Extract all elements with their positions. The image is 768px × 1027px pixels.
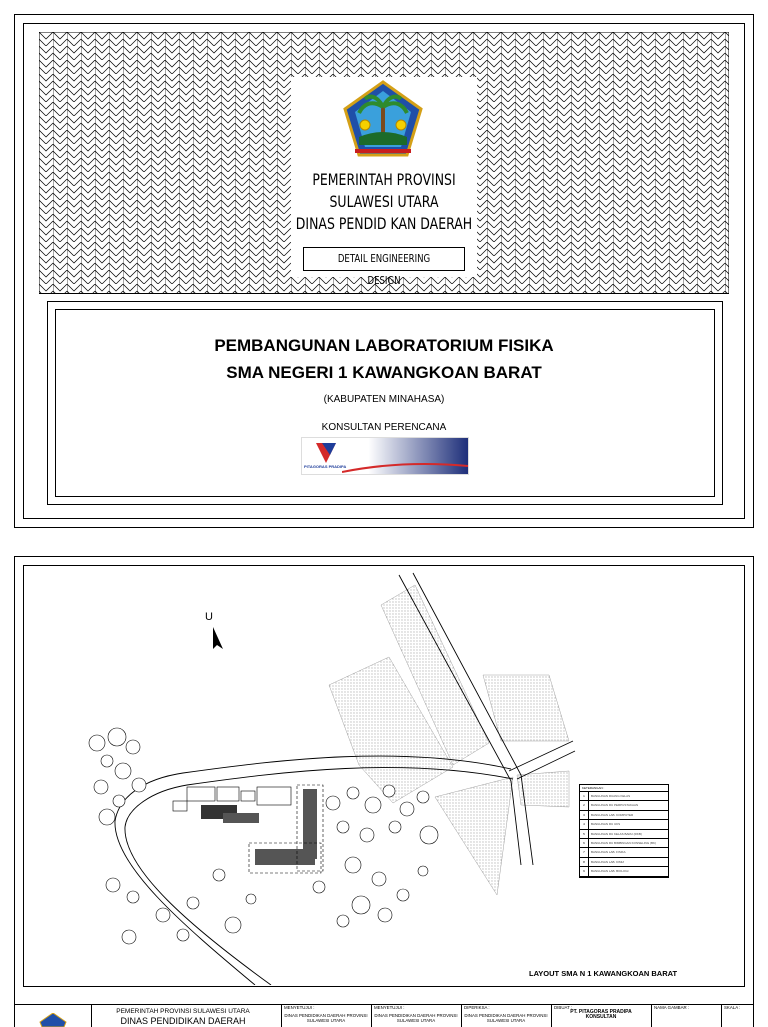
consultant-logo-text: PITAGORAS PRADIPA	[304, 464, 347, 469]
consultant-label: KONSULTAN PERENCANA	[321, 422, 447, 433]
col-3-text: DINAS PENDIDIKAN DAERAH PROVINSI SULAWES…	[464, 1013, 548, 1023]
col-4-header: DIBUAT :	[554, 1005, 573, 1010]
col-1-text: DINAS PENDIDIKAN DAERAH PROVINSI SULAWES…	[284, 1013, 368, 1023]
col-1-header: MENYETUJUI :	[284, 1005, 315, 1010]
col-4-cell: DIBUAT : PT. PITAGORAS PRADIPA KONSULTAN	[551, 1005, 650, 1027]
document-type-box: DETAIL ENGINEERING DESIGN	[303, 247, 465, 287]
project-frame-inner	[55, 309, 715, 497]
legend-row-number: 8	[580, 857, 589, 867]
legend-row-number: 7	[580, 848, 589, 857]
owner-line-1: PEMERINTAH PROVINSI SULAWESI UTARA	[116, 1008, 250, 1015]
legend-row-label: BANGUNAN LAB. KOMPUTER	[591, 812, 634, 817]
col-2-cell: MENYETUJUI : DINAS PENDIDIKAN DAERAH PRO…	[371, 1005, 460, 1027]
pitagoras-logo-icon	[316, 443, 336, 463]
title-block: PEMERINTAH PROVINSI SULAWESI UTARA DINAS…	[14, 1004, 754, 1027]
col-3-header: DIPERIKSA :	[464, 1005, 490, 1010]
owner-line-2: DINAS PENDIDIKAN DAERAH	[120, 1016, 246, 1026]
cover-divider	[39, 293, 729, 294]
title-block-emblem	[39, 1013, 67, 1027]
document-type: DETAIL ENGINEERING DESIGN	[337, 252, 431, 287]
north-label: U	[205, 611, 213, 623]
site-plan-title: LAYOUT SMA N 1 KAWANGKOAN BARAT	[529, 969, 678, 978]
agency-line-3: DINAS PENDID KAN DAERAH	[295, 214, 473, 233]
cover-sheet: PEMERINTAH PROVINSI SULAWESI UTARA DINAS…	[14, 14, 754, 528]
legend-row-label: BANGUNAN RU PERPUSTAKAAN	[591, 803, 639, 808]
col-2-header: MENYETUJUI :	[374, 1005, 405, 1010]
col-4-line-1: PT. PITAGORAS PRADIPA	[570, 1009, 632, 1015]
agency-line-1: PEMERINTAH PROVINSI	[312, 170, 456, 189]
legend-row-number: 5	[580, 829, 589, 838]
legend-row-label: BANGUNAN RU UKS	[591, 822, 621, 827]
project-title-line-1: PEMBANGUNAN LABORATORIUM FISIKA	[214, 336, 554, 355]
legend-row-number: 1	[580, 792, 589, 801]
col-6-header: SKALA :	[724, 1005, 741, 1010]
agency-line-2: SULAWESI UTARA	[329, 192, 439, 211]
legend-row-label: BANGUNAN LAB. KIMIA	[591, 859, 625, 864]
col-5-header: NAMA GAMBAR :	[654, 1005, 690, 1010]
regency-label: (KABUPATEN MINAHASA)	[323, 394, 445, 405]
site-plan-frame	[23, 565, 745, 987]
project-title-line-2: SMA NEGERI 1 KAWANGKOAN BARAT	[226, 363, 542, 382]
legend-row-number: 6	[580, 838, 589, 848]
owner-cell: PEMERINTAH PROVINSI SULAWESI UTARA DINAS…	[91, 1005, 274, 1027]
consultant-logo-banner: PITAGORAS PRADIPA	[301, 437, 469, 475]
site-plan-drawing	[88, 572, 576, 985]
legend-row-number: 3	[580, 810, 589, 820]
legend-row-label: BANGUNAN LAB. FISIKA	[591, 850, 626, 855]
col-1-cell: MENYETUJUI : DINAS PENDIDIKAN DAERAH PRO…	[281, 1005, 370, 1027]
legend-row-label: BANGUNAN RU KELAS BARU (RKB)	[591, 831, 642, 836]
cover-frame	[23, 23, 745, 519]
project-frame-outer	[47, 301, 723, 505]
legend-row-number: 4	[580, 820, 589, 829]
legend-row-label: BANGUNAN RU BIMBINGAN KONSELING (BK)	[591, 840, 657, 845]
col-2-text: DINAS PENDIDIKAN DAERAH PROVINSI SULAWES…	[374, 1013, 458, 1023]
col-3-cell: DIPERIKSA : DINAS PENDIDIKAN DAERAH PROV…	[461, 1005, 550, 1027]
col-5-cell: NAMA GAMBAR :	[651, 1005, 720, 1027]
legend-title: KETERANGAN :	[580, 785, 668, 792]
legend-row-number: 2	[580, 801, 589, 810]
legend-row-label: BANGUNAN RUANG KELAS	[591, 794, 631, 798]
province-emblem	[343, 80, 423, 157]
legend-row-number: 9	[580, 867, 589, 876]
legend-row-label: BANGUNAN LAB. BIOLOGI	[591, 869, 629, 874]
logo-swoosh	[342, 463, 468, 473]
col-6-cell: SKALA :	[721, 1005, 754, 1027]
col-4-line-2: KONSULTAN	[585, 1014, 617, 1020]
